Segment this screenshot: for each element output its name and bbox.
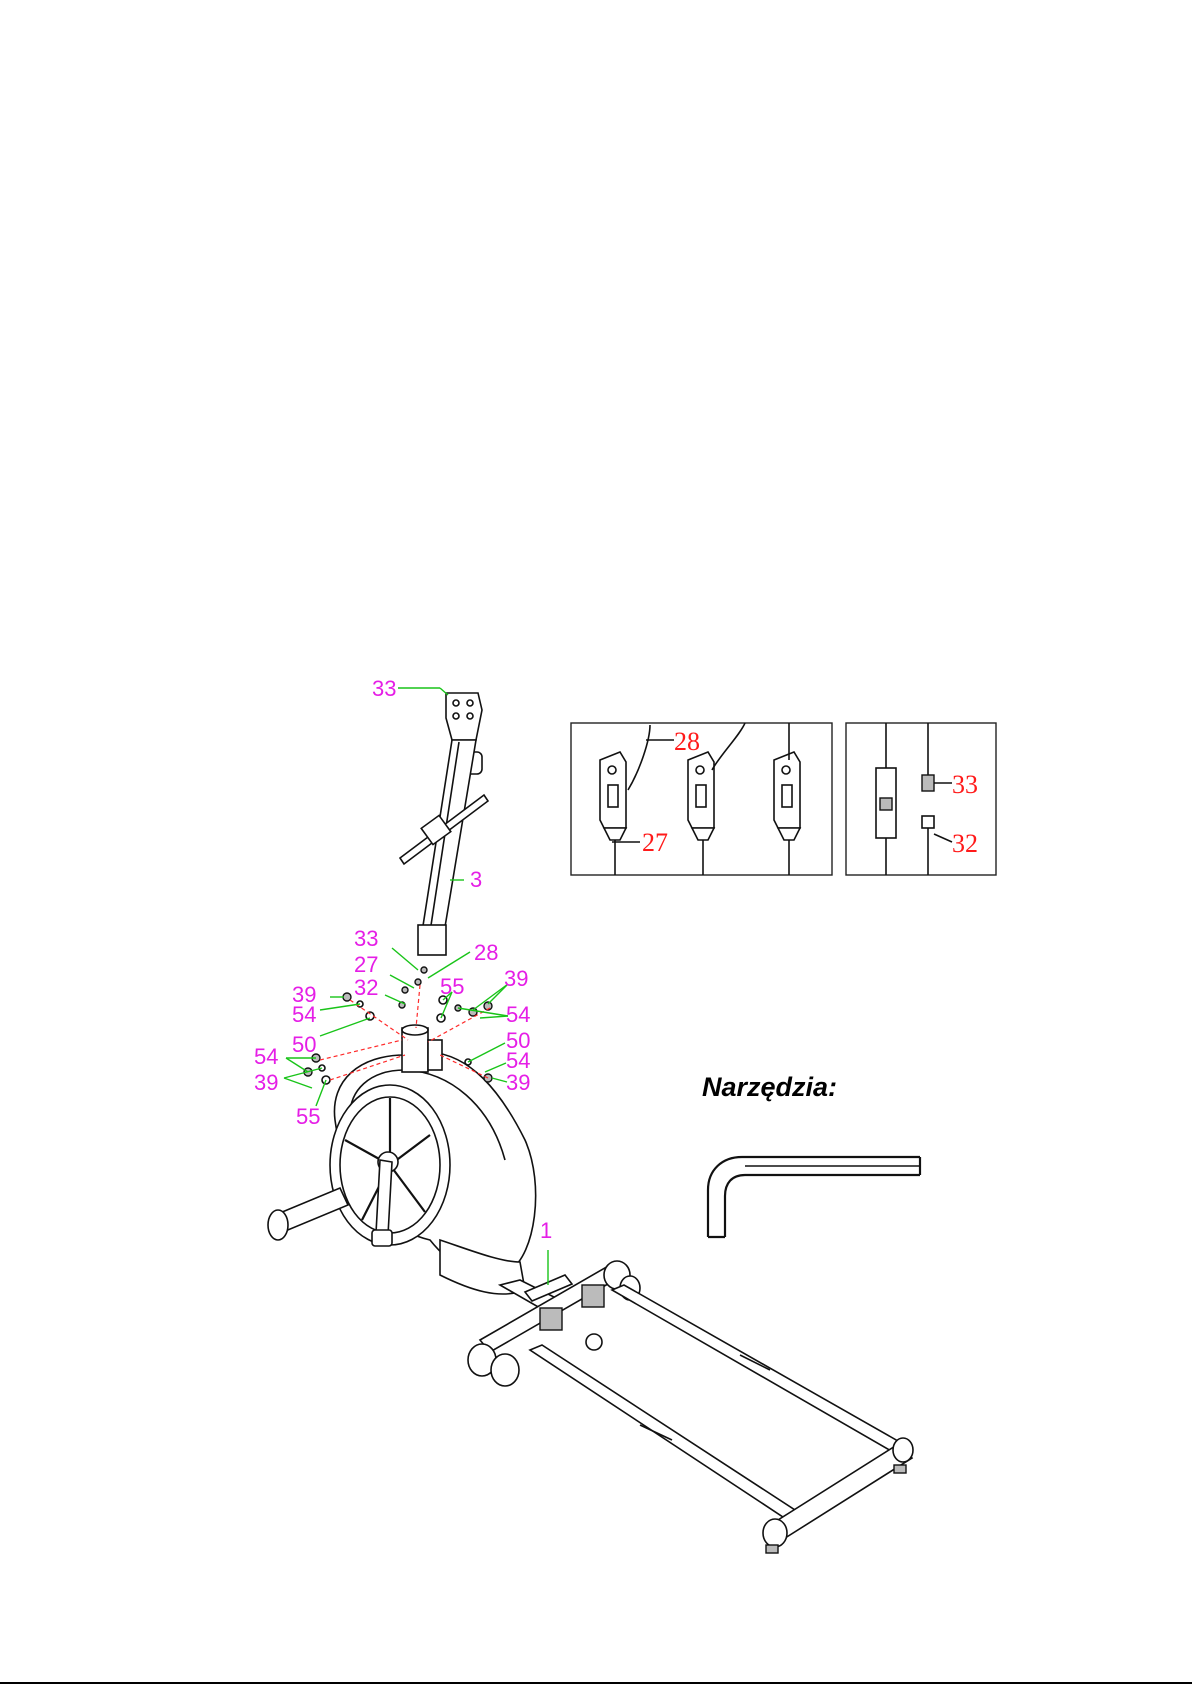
callout-55-left: 55 [296, 1104, 320, 1129]
callout-28: 28 [474, 940, 498, 965]
base-frame [468, 1261, 913, 1553]
detail-callout-28: 28 [674, 727, 700, 756]
callout-39-right-lower: 39 [506, 1070, 530, 1095]
detail-callout-32: 32 [952, 829, 978, 858]
detail-callout-27: 27 [642, 828, 668, 857]
callout-33-top: 33 [372, 676, 396, 701]
callout-1: 1 [540, 1218, 552, 1243]
callout-3: 3 [470, 867, 482, 892]
callout-54-left-upper: 54 [292, 1002, 316, 1027]
upright-post [400, 693, 488, 955]
callout-39-right-upper: 39 [504, 966, 528, 991]
detail-callout-33: 33 [952, 770, 978, 799]
detail-connector: 33 32 [846, 723, 996, 875]
flywheel-housing [330, 1025, 536, 1294]
callout-32: 32 [354, 975, 378, 1000]
callout-50-left: 50 [292, 1032, 316, 1057]
callout-54-right-upper: 54 [506, 1002, 530, 1027]
detail-cable-clip: 28 27 [571, 723, 832, 875]
rear-stabilizer [268, 1188, 348, 1240]
tools-title: Narzędzia: [702, 1072, 837, 1103]
callout-33: 33 [354, 926, 378, 951]
callout-55-right: 55 [440, 974, 464, 999]
allen-key-icon [708, 1157, 920, 1237]
callout-54-left-lower: 54 [254, 1044, 278, 1069]
callout-27: 27 [354, 952, 378, 977]
callout-39-left-lower: 39 [254, 1070, 278, 1095]
